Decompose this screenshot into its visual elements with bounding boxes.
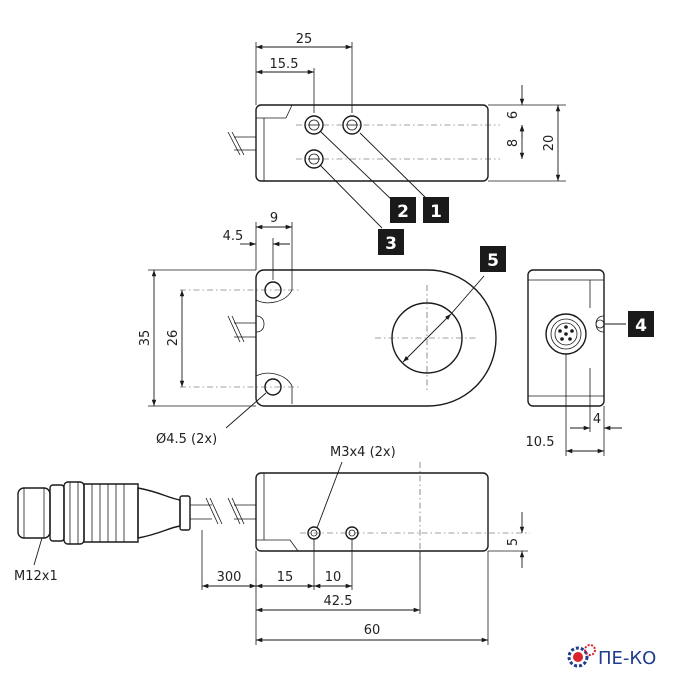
side-view: 4 10.5 [526, 269, 626, 456]
dim-5: 5 [506, 538, 521, 546]
sensing-hole [375, 275, 485, 390]
dim-15: 15 [277, 570, 294, 585]
top-view: 25 15.5 6 8 20 [227, 32, 566, 229]
svg-text:5: 5 [487, 251, 499, 271]
front-view: 9 4.5 35 26 Ø4.5 (2x) [138, 211, 497, 447]
dim-6: 6 [506, 111, 521, 119]
mount-hole-bottom [255, 372, 293, 404]
dim-20: 20 [542, 135, 557, 152]
dim-42-5: 42.5 [324, 594, 353, 609]
svg-text:2: 2 [397, 202, 409, 222]
m12-connector-plug [17, 481, 223, 545]
dim-10: 10 [325, 570, 342, 585]
callout-4: 4 [628, 311, 654, 337]
dim-15-5: 15.5 [270, 57, 299, 72]
hole-diameter-label: Ø4.5 (2x) [156, 432, 217, 447]
callout-5: 5 [480, 246, 506, 272]
brand-logo-text: ПЕ-КО [598, 648, 656, 669]
dim-8: 8 [506, 139, 521, 147]
thread-label: M3x4 (2x) [330, 445, 396, 460]
svg-text:1: 1 [430, 202, 442, 222]
svg-text:3: 3 [385, 234, 397, 254]
mount-hole-top [255, 272, 293, 304]
dim-60: 60 [364, 623, 381, 638]
bottom-view: M3x4 (2x) 5 M12x1 [14, 445, 530, 645]
gear-icon [567, 644, 596, 668]
svg-text:4: 4 [635, 316, 647, 336]
dim-26: 26 [166, 330, 181, 347]
dim-4: 4 [593, 412, 601, 427]
callout-1: 1 [423, 197, 449, 223]
dim-25: 25 [296, 32, 313, 47]
callout-3: 3 [378, 229, 404, 255]
dim-9: 9 [270, 211, 278, 226]
dim-4-5: 4.5 [223, 229, 244, 244]
connector-label: M12x1 [14, 569, 58, 584]
callout-2: 2 [390, 197, 416, 223]
dim-10-5: 10.5 [526, 435, 555, 450]
m12-connector-socket [545, 313, 587, 355]
dim-35: 35 [138, 330, 153, 347]
brand-logo: ПЕ-КО [567, 644, 656, 669]
dim-300: 300 [217, 570, 242, 585]
